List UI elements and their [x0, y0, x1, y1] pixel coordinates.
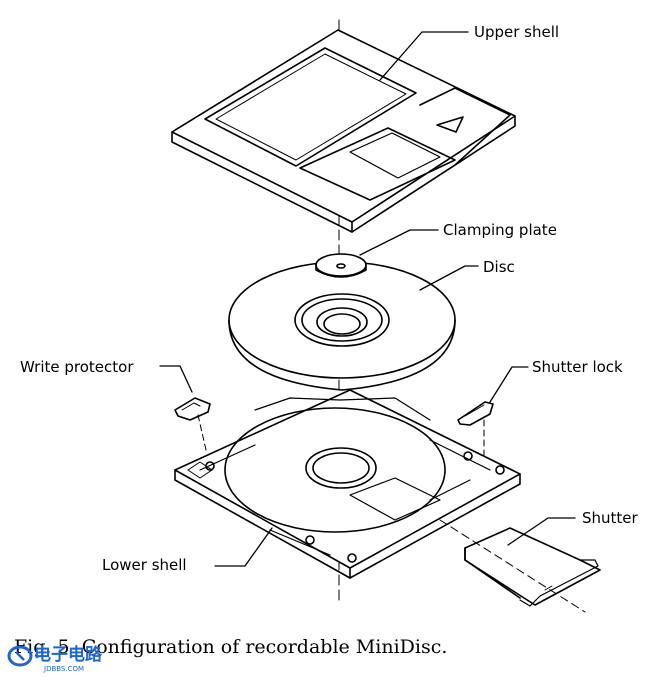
label-upper-shell: Upper shell [474, 23, 559, 41]
clamping-plate [315, 253, 367, 278]
label-shutter-lock: Shutter lock [532, 358, 623, 376]
write-protector-part [174, 397, 211, 451]
watermark-logo: 电子电路 JDBBS.COM [7, 644, 103, 673]
disc [228, 261, 456, 391]
watermark-sub: JDBBS.COM [43, 665, 84, 673]
lower-shell [174, 389, 521, 579]
leader-lines [159, 31, 576, 567]
label-disc: Disc [483, 258, 515, 276]
caption-prefix: Fig. 5 [14, 636, 70, 658]
shutter-part [439, 519, 601, 613]
caption-text: Configuration of recordable MiniDisc. [81, 636, 448, 658]
watermark-text: 电子电路 [34, 644, 103, 665]
figure-caption: Fig. 5 Configuration of recordable MiniD… [14, 636, 447, 658]
shutter-lock-part [457, 401, 494, 456]
label-shutter: Shutter [582, 509, 639, 527]
label-lower-shell: Lower shell [102, 556, 187, 574]
label-clamping-plate: Clamping plate [443, 221, 557, 239]
label-write-protector: Write protector [20, 358, 134, 376]
upper-shell [171, 29, 516, 233]
